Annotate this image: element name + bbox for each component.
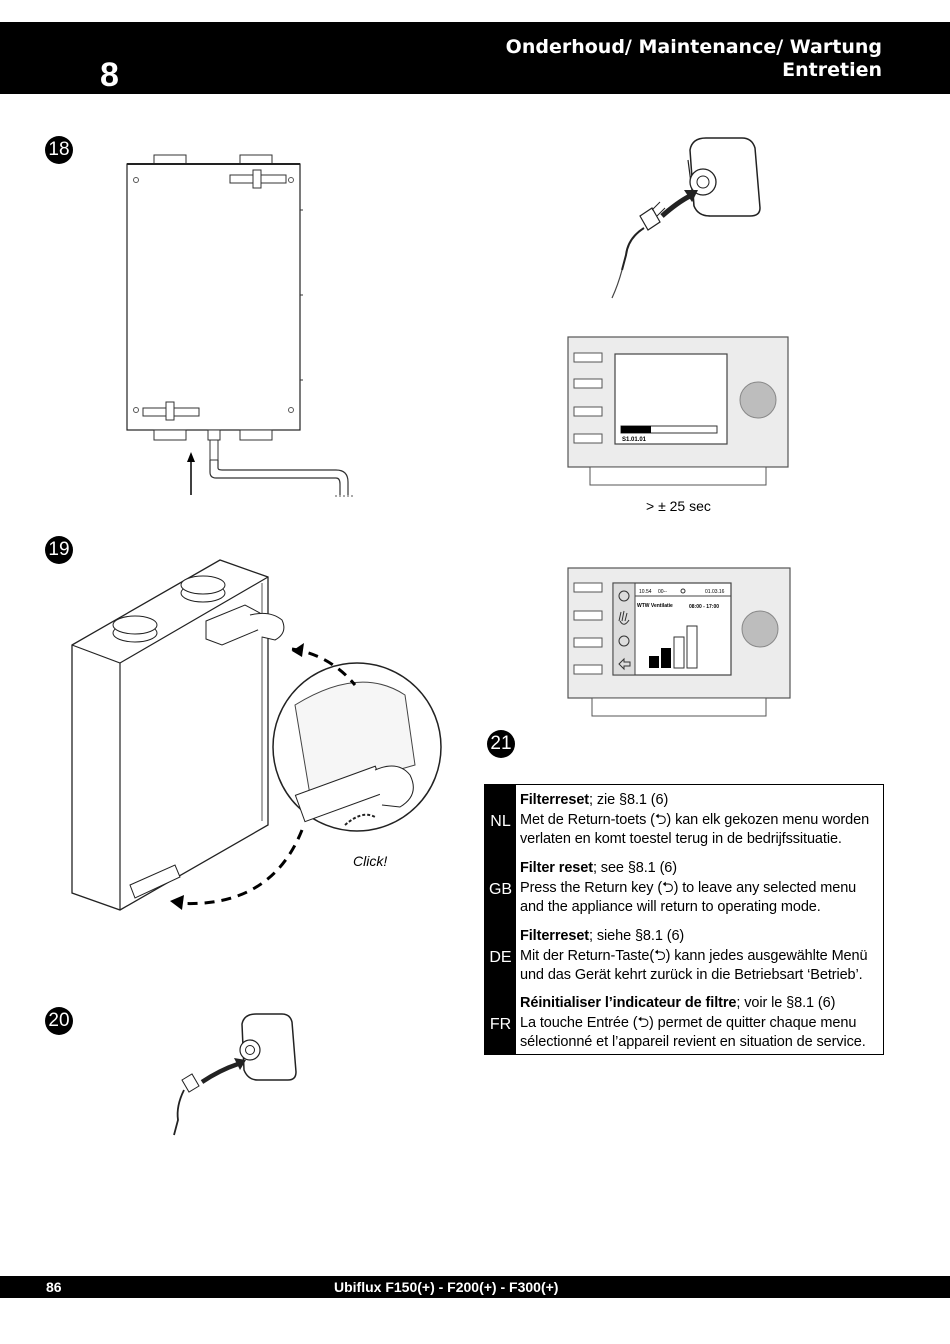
- hand-icon: [618, 610, 630, 625]
- filter-replacement-illustration: [71, 559, 442, 911]
- instruction-table: NL Filterreset; zie §8.1 (6) Met de Retu…: [484, 784, 884, 1055]
- instruction-ref: ; zie §8.1 (6): [589, 792, 669, 808]
- controller-display-menu: 10.54 00-- 01.03.16 WTW Ventilatie 08:00…: [567, 567, 791, 717]
- ventilation-unit-drain-illustration: [126, 154, 355, 497]
- lang-code: GB: [488, 881, 513, 898]
- display-time: 10.54: [639, 589, 652, 595]
- delay-caption: > ± 25 sec: [646, 498, 711, 514]
- page-title: Onderhoud/ Maintenance/ Wartung Entretie…: [506, 36, 882, 82]
- step-18-marker: 18: [45, 136, 73, 164]
- lang-code: FR: [489, 1016, 512, 1033]
- instruction-text: Filter reset; see §8.1 (6) Press the Ret…: [520, 859, 880, 918]
- instruction-ref: ; see §8.1 (6): [592, 860, 677, 876]
- instruction-text: Réinitialiser l’indicateur de filtre; vo…: [520, 994, 880, 1053]
- instruction-text: Filterreset; zie §8.1 (6) Met de Return-…: [520, 791, 880, 850]
- instruction-line: Mit der Return-Taste(⮌) kann jedes ausge…: [520, 947, 868, 964]
- instruction-line: La touche Entrée (⮌) permet de quitter c…: [520, 1014, 857, 1031]
- page-number: 86: [46, 1279, 62, 1295]
- step-20-marker: 20: [45, 1007, 73, 1035]
- title-line-1: Onderhoud/ Maintenance/ Wartung: [505, 36, 882, 58]
- instruction-title: Filterreset: [520, 792, 590, 808]
- chart-bar-2: [661, 648, 671, 668]
- display-date: 01.03.16: [705, 589, 725, 595]
- title-line-2: Entretien: [782, 59, 882, 81]
- footer-bar: 86 Ubiflux F150(+) - F200(+) - F300(+): [0, 1276, 950, 1298]
- plug-into-socket-illustration-20: [173, 1013, 297, 1136]
- fan-icon: [680, 588, 686, 594]
- return-arrow-icon: [618, 657, 631, 671]
- lang-code: NL: [490, 813, 511, 830]
- display-schedule: 08:00 - 17:00: [689, 604, 719, 610]
- step-19-marker: 19: [45, 536, 73, 564]
- step-21-marker: 21: [487, 730, 515, 758]
- lang-code: DE: [489, 949, 512, 966]
- instruction-text: Filterreset; siehe §8.1 (6) Mit der Retu…: [520, 927, 880, 986]
- instruction-line: Press the Return key (⮌) to leave any se…: [520, 879, 857, 896]
- plug-into-socket-illustration: [611, 137, 761, 299]
- display-mode: WTW Ventilatie: [637, 603, 673, 609]
- chart-bar-4: [686, 625, 698, 669]
- display-status-code: S1.01.01: [622, 437, 647, 443]
- instruction-ref: ; siehe §8.1 (6): [589, 928, 685, 944]
- chart-bar-3: [673, 636, 685, 669]
- instruction-line: verlaten en komt toestel terug in de bed…: [520, 831, 842, 847]
- language-column: [485, 785, 516, 1054]
- header-bar: 8 Onderhoud/ Maintenance/ Wartung Entret…: [0, 22, 950, 94]
- display-dashes: 00--: [658, 589, 667, 595]
- instruction-title: Filter reset: [520, 860, 593, 876]
- instruction-ref: ; voir le §8.1 (6): [736, 995, 836, 1011]
- click-label: Click!: [353, 853, 388, 869]
- controller-display-progress: S1.01.01: [567, 336, 789, 486]
- chart-bar-1: [649, 656, 659, 668]
- product-name: Ubiflux F150(+) - F200(+) - F300(+): [334, 1279, 559, 1295]
- instruction-title: Filterreset: [520, 928, 590, 944]
- instruction-line: und das Gerät kehrt zurück in die Betrie…: [520, 967, 863, 983]
- instruction-line: sélectionné et l’appareil revient en sit…: [520, 1034, 866, 1050]
- clock-arrow-icon: [618, 590, 630, 602]
- instruction-title: Réinitialiser l’indicateur de filtre: [520, 995, 737, 1011]
- instruction-line: and the appliance will return to operati…: [520, 899, 821, 915]
- progress-bar-fill: [621, 426, 651, 433]
- chapter-number: 8: [100, 56, 119, 94]
- instruction-line: Met de Return-toets (⮌) kan elk gekozen …: [520, 811, 870, 828]
- clock-icon: [618, 635, 630, 647]
